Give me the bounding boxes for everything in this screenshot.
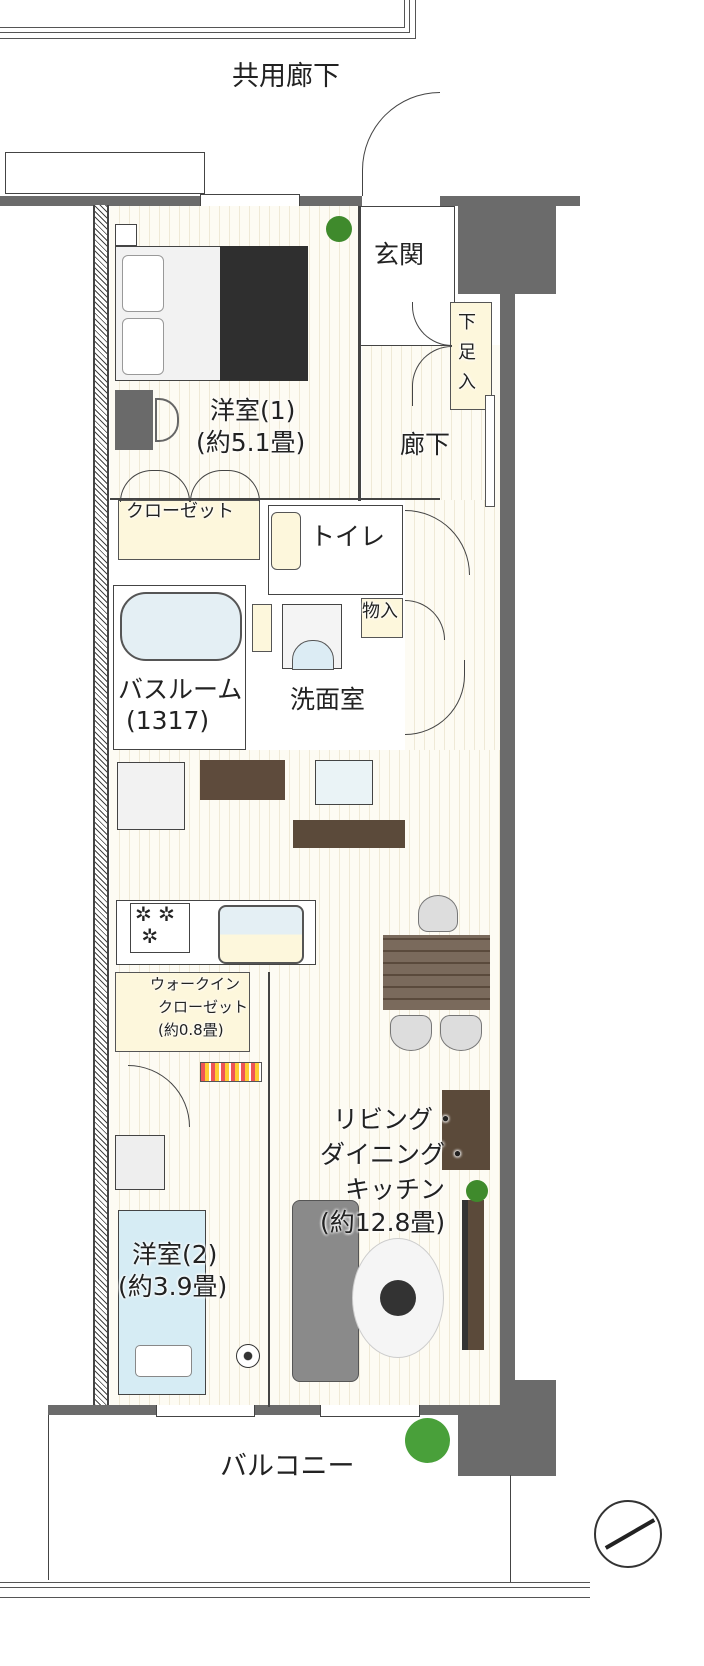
dining-chair-1 — [418, 895, 458, 932]
stove-burners-icon: ✲ ✲ ✲ — [135, 902, 175, 948]
storage-label: 物入 — [362, 601, 398, 622]
balcony-post-right — [510, 1475, 511, 1585]
vanity-sink — [315, 760, 373, 805]
tv-desk — [442, 1090, 490, 1170]
washroom-label: 洗面室 — [290, 685, 366, 714]
wic-line2: クローゼット — [158, 998, 249, 1016]
room2-bed-pillow — [135, 1345, 192, 1377]
room2-name: 洋室(2) — [132, 1240, 218, 1269]
bed-cover — [220, 246, 308, 381]
ldk-line2: ダイニング・ — [320, 1140, 471, 1169]
front-door[interactable] — [362, 92, 440, 196]
balcony-post-left — [48, 1415, 49, 1580]
coffee-table — [380, 1280, 416, 1316]
toilet-label: トイレ — [310, 522, 386, 551]
common-corridor-label: 共用廊下 — [232, 61, 340, 92]
ldk-size: (約12.8畳) — [320, 1208, 446, 1237]
bookshelf — [200, 1062, 262, 1082]
pillow-1 — [122, 255, 164, 312]
bathtub — [120, 592, 242, 661]
bathroom-size: (1317) — [126, 706, 210, 735]
walk-in-closet — [115, 972, 250, 1052]
wic-line1: ウォークイン — [150, 975, 241, 993]
hallway-label: 廊下 — [400, 430, 451, 459]
room1-wall-bottom — [110, 498, 440, 500]
ldk-line3: キッチン — [345, 1175, 446, 1204]
closet — [118, 500, 260, 560]
drum-icon — [292, 640, 334, 670]
plant-icon — [326, 216, 352, 242]
sofa — [292, 1200, 359, 1382]
room1-size: (約5.1畳) — [196, 428, 306, 457]
kitchen-sink — [218, 905, 304, 964]
room2-wall — [268, 972, 270, 1407]
shoe-cabinet-label: 下足入 — [458, 312, 476, 393]
bottom-wall-right — [420, 1405, 460, 1415]
shoe-cabinet — [450, 302, 492, 410]
pillar-top-right — [458, 196, 556, 294]
mirror — [485, 395, 495, 507]
north-compass-icon — [594, 1500, 662, 1568]
top-wall-mid — [300, 196, 362, 206]
washroom-shelf — [252, 604, 272, 652]
refrigerator — [117, 762, 185, 830]
compass-needle — [604, 1518, 656, 1550]
bottom-wall-left — [48, 1405, 156, 1415]
soccer-ball-icon — [236, 1344, 260, 1368]
dining-chair-2 — [390, 1015, 432, 1051]
dining-chair-3 — [440, 1015, 482, 1051]
entrance-label: 玄関 — [374, 240, 425, 269]
room1-wall-right — [358, 206, 361, 501]
balcony-plant-icon — [405, 1418, 450, 1463]
window-room2 — [156, 1403, 255, 1417]
nightstand — [115, 224, 137, 246]
top-wall-left — [0, 196, 200, 206]
bathroom-name: バスルーム — [118, 675, 243, 704]
window-ldk — [320, 1403, 420, 1417]
desk — [115, 390, 153, 450]
wic-size: (約0.8畳) — [158, 1021, 224, 1039]
ldk-line1: リビング・ — [333, 1105, 459, 1134]
room2-desk — [115, 1135, 165, 1190]
plant-icon — [466, 1180, 488, 1202]
dining-table — [383, 935, 490, 1010]
room2-size: (約3.9畳) — [118, 1272, 228, 1301]
pillow-2 — [122, 318, 164, 375]
closet-label: クローゼット — [126, 501, 234, 522]
balcony-railing — [0, 1582, 590, 1598]
microwave-rack — [200, 760, 285, 800]
exterior-ledge — [5, 152, 205, 194]
right-wall — [500, 290, 515, 1385]
balcony-label: バルコニー — [220, 1451, 355, 1482]
left-exterior-wall — [93, 205, 109, 1410]
top-railing — [0, 0, 416, 39]
stove — [130, 903, 190, 953]
storage — [361, 598, 403, 638]
room1-name: 洋室(1) — [210, 396, 296, 425]
bottom-wall-mid — [255, 1405, 320, 1415]
tv-board — [293, 820, 405, 848]
toilet-bowl — [271, 512, 301, 570]
tv — [462, 1200, 484, 1350]
